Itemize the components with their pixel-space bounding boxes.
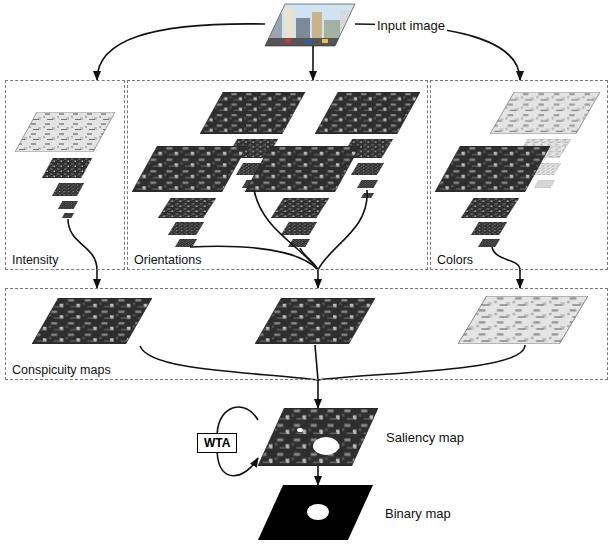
orientations-group: Orientations [127,80,428,270]
binary-map-image [258,485,373,540]
box-label: WTA [204,436,230,450]
color-pyramids-part [471,222,507,235]
color-pyramids-part [461,198,519,218]
flow-arrow [519,270,521,288]
color-pyramids-part [478,239,500,247]
merge-lines-part [68,219,97,270]
orientation-pyramids-part [245,146,360,192]
label-holder: Conspicuity maps [10,363,113,377]
merge-lines-part [254,190,318,270]
orientation-pyramids-part [175,239,197,247]
merge-lines [68,190,525,380]
conspicuity-map-images-part [255,298,375,344]
orientation-pyramids-part [132,146,247,192]
wta-box: WTA [197,433,237,453]
group-label: Conspicuity maps [10,363,113,377]
group-label: Colors [435,253,475,267]
orientation-pyramids-part [351,163,384,175]
conspicuity-group: Conspicuity maps [5,288,608,380]
intensity-pyramid-part [58,201,78,209]
orientation-pyramids-part [200,92,305,134]
label-holder: Binary map [383,505,453,520]
group-label: Orientations [132,253,203,267]
input-image-part [265,4,355,46]
conspicuity-map-images-part [32,298,152,344]
intensity-group: Intensity [5,80,125,270]
flow-arrow [312,46,314,80]
input-image-node: Input image [265,4,355,46]
input-image-part [265,4,355,46]
saliency-map-node: Saliency map [258,408,378,466]
input-image-part-part [285,39,291,43]
label-holder: Input image [375,18,447,33]
flow-arrow [317,380,319,408]
saliency-map-image-part [258,408,378,466]
orientation-pyramids-part [168,222,204,235]
label-holder: Orientations [132,253,203,267]
flow-arrow [97,24,265,80]
flow-arrow [317,270,319,288]
label-holder: Saliency map [384,430,466,445]
merge-lines-part [318,345,525,380]
saliency-map-image-part [313,437,339,455]
input-image-part-part [265,38,355,46]
conspicuity-map-images [32,296,588,344]
saliency-map-image [258,408,378,466]
merge-lines-part [318,190,367,270]
intensity-pyramid-part [52,183,84,196]
map-label: Binary map [383,505,453,520]
orientation-pyramids-part [281,222,317,235]
merge-lines-part [315,345,318,380]
input-image [265,4,355,46]
flow-arrow [96,270,98,288]
intensity-pyramid-part [42,158,92,178]
color-pyramids-part [435,146,550,192]
input-image-part-part [322,39,328,43]
merge-lines-part [140,346,318,380]
map-label: Input image [375,18,447,33]
intensity-pyramid-part [15,112,115,152]
merge-lines-part [492,247,520,270]
intensity-pyramid [15,112,115,218]
binary-map-image-part [307,504,329,520]
orientation-pyramids [132,92,420,247]
map-label: Saliency map [384,430,466,445]
orientation-pyramids-part [271,198,329,218]
input-image-part-part [305,40,312,44]
flow-arrow [317,466,319,485]
color-pyramids [435,92,600,247]
intensity-pyramid-part [62,213,74,218]
color-pyramids-part [490,92,600,134]
color-pyramids-part [534,180,555,188]
colors-group: Colors [430,80,608,270]
binary-map-image-part [258,485,373,540]
binary-map-node: Binary map [258,485,373,540]
input-image-part-part [340,10,352,46]
conspicuity-map-images-part [458,296,588,344]
label-holder: Colors [435,253,475,267]
label-holder: Intensity [10,253,61,267]
flow-arrow [217,453,258,476]
input-image-part-part [265,4,355,46]
orientation-pyramids-part [315,92,420,134]
saliency-map-image-part [297,428,303,432]
flow-arrow [217,407,258,433]
orientation-pyramids-part [158,198,216,218]
group-label: Intensity [10,253,61,267]
orientation-pyramids-part [357,180,378,188]
